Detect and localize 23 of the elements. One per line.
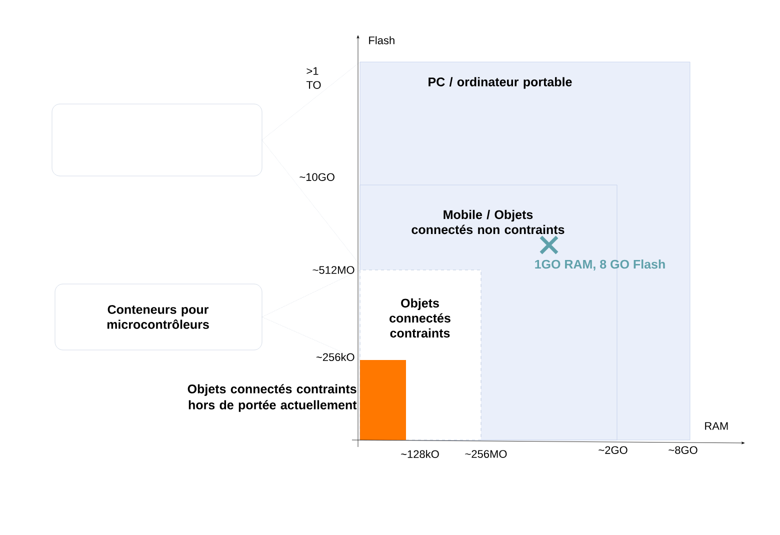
bar-caption: Objets connectés contraints hors de portée actuellement: [188, 384, 357, 412]
leader-line: [262, 270, 360, 318]
tick-label: ~2GO: [598, 446, 628, 454]
tick-label: ~256MO: [465, 450, 507, 458]
box-label: Objets connectés contraints: [390, 298, 450, 338]
bar: [360, 360, 406, 440]
box-label: Conteneurs pour microcontrôleurs: [107, 305, 209, 329]
empty-box: [52, 104, 262, 176]
axis-label: RAM: [705, 422, 728, 430]
box-label: PC / ordinateur portable: [428, 77, 572, 89]
leader-line: [262, 62, 360, 140]
tick-label: ~256kO: [316, 352, 354, 362]
axis-label: Flash: [369, 36, 394, 44]
tick-label: ~128kO: [401, 450, 439, 458]
point-label: 1GO RAM, 8 GO Flash: [535, 259, 665, 270]
leader-line: [262, 316, 360, 360]
tick-label: >1 TO: [306, 67, 321, 89]
category-box: [54, 284, 262, 350]
box-label: Mobile / Objets connectés non contraints: [412, 210, 564, 234]
leader-line: [262, 140, 360, 266]
tick-label: ~8GO: [668, 446, 698, 454]
tick-label: ~10GO: [300, 173, 334, 181]
tick-label: ~512MO: [312, 266, 354, 274]
